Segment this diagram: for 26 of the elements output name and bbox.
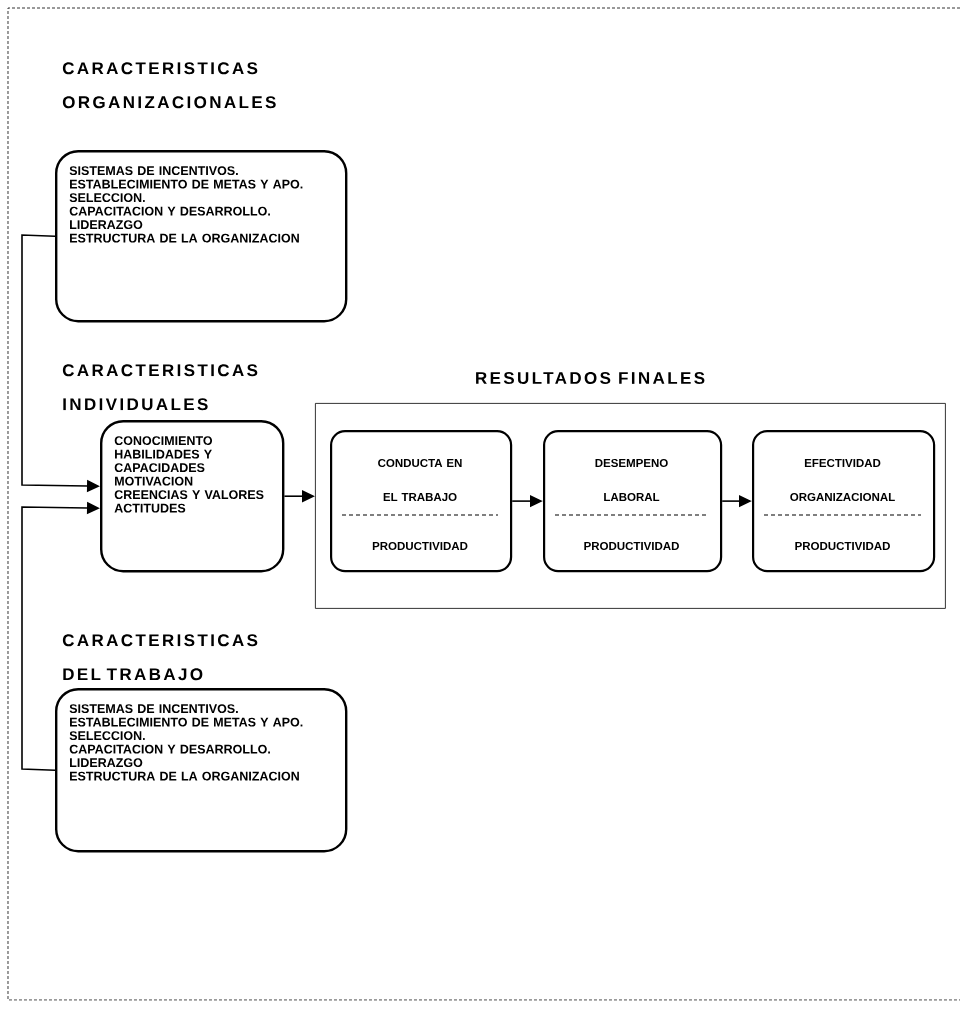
node-label: CAPACITACION Y DESARROLLO. xyxy=(69,206,270,216)
node-label: ESTABLECIMIENTO DE METAS Y APO. xyxy=(70,717,303,727)
node-label: CREENCIAS Y VALORES xyxy=(114,490,264,500)
node-label: LIDERAZGO xyxy=(70,220,143,230)
node-label: CONOCIMIENTO HABILIDADES Y CAPACIDADES xyxy=(114,436,213,473)
node-label: MOTIVACION xyxy=(115,476,193,486)
result-box: DESEMPENO LABORAL PRODUCTIVIDAD xyxy=(543,430,723,573)
node-label: ACTITUDES xyxy=(114,503,186,513)
node-label: ESTRUCTURA DE LA ORGANIZACION xyxy=(70,771,299,781)
heading: CARACTERISTICAS ORGANIZACIONALES xyxy=(62,62,276,109)
heading: CARACTERISTICAS DEL TRABAJO xyxy=(62,634,258,681)
node-label: ESTABLECIMIENTO DE METAS Y APO. xyxy=(70,179,303,189)
result-box: CONDUCTA EN EL TRABAJO PRODUCTIVIDAD xyxy=(330,430,513,573)
node-label: LIDERAZGO xyxy=(70,758,143,768)
heading: CARACTERISTICAS INDIVIDUALES xyxy=(62,364,258,411)
list-box: SISTEMAS DE INCENTIVOS. ESTABLECIMIENTO DE METAS Y APO. SELECCION. CAPACITACION Y DESARROLLO. LIDERAZGO ESTRUCTURA DE LA ORGANIZACION xyxy=(55,150,348,323)
node-label: SELECCION. xyxy=(69,731,145,741)
node-label: ESTRUCTURA DE LA ORGANIZACION xyxy=(70,233,299,243)
node-label: SISTEMAS DE INCENTIVOS. xyxy=(69,166,238,176)
list-box: SISTEMAS DE INCENTIVOS. ESTABLECIMIENTO DE METAS Y APO. SELECCION. CAPACITACION Y DESARROLLO. LIDERAZGO ESTRUCTURA DE LA ORGANIZACION xyxy=(55,688,348,853)
list-box: CONOCIMIENTO HABILIDADES Y CAPACIDADES MOTIVACION CREENCIAS Y VALORES ACTITUDES xyxy=(100,420,285,573)
node-label: SISTEMAS DE INCENTIVOS. xyxy=(69,704,238,714)
result-box: EFECTIVIDAD ORGANIZACIONAL PRODUCTIVIDAD xyxy=(752,430,936,573)
node-label: CAPACITACION Y DESARROLLO. xyxy=(69,744,270,754)
node-label: SELECCION. xyxy=(69,193,145,203)
heading: RESULTADOS FINALES xyxy=(476,372,705,385)
